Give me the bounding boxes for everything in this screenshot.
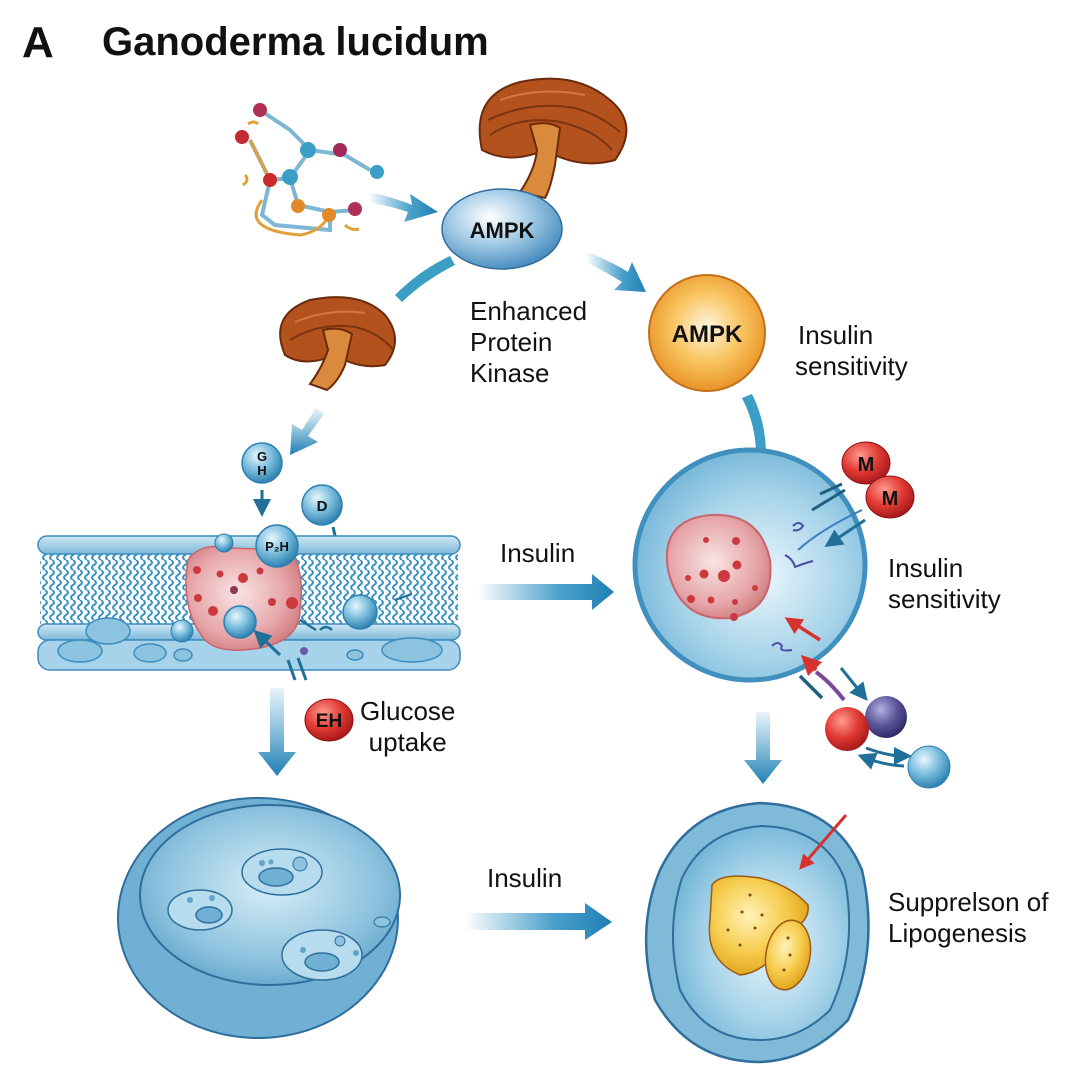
label-glucose-uptake-line1: Glucose — [360, 696, 456, 726]
label-enhanced-line1: Enhanced — [470, 296, 588, 326]
ph-molecule — [255, 524, 299, 568]
m-molecule-2-label: M — [882, 488, 899, 510]
d-molecule — [301, 484, 343, 526]
arrow-ampk-to-cell — [742, 394, 766, 455]
reishi-mushroom-icon-top — [478, 77, 628, 200]
gh-molecule-label-top: G — [257, 449, 267, 464]
m-molecule-1 — [841, 441, 891, 485]
label-suppression-line2: Lipogenesis — [888, 918, 1027, 948]
m-molecule-2 — [865, 475, 915, 519]
ph-molecule-label: P₂H — [265, 539, 289, 554]
label-glucose-uptake-line2: uptake — [368, 727, 447, 757]
label-suppression-lipogenesis: Supprelson of Lipogenesis — [888, 887, 1048, 949]
arrow-cell-down — [744, 712, 782, 784]
panel-letter: A — [22, 18, 54, 67]
label-enhanced-line2: Protein — [470, 327, 553, 357]
adipocyte-disc-cell — [117, 797, 401, 1039]
arrow-insulin-membrane-to-cell — [478, 574, 614, 610]
eh-molecule — [304, 698, 354, 742]
lipid-storage-cell — [644, 801, 870, 1064]
polysaccharide-molecule-icon — [235, 103, 384, 237]
label-glucose-uptake: Glucose uptake — [360, 696, 455, 758]
eh-molecule-label: EH — [316, 711, 342, 732]
reishi-mushroom-icon-middle — [279, 296, 396, 392]
m-molecule-1-label: M — [858, 454, 875, 476]
ampk-node-orange-label: AMPK — [672, 321, 743, 348]
label-suppression-line1: Supprelson of — [888, 887, 1049, 917]
arrow-ampk-to-ampk-orange — [586, 252, 646, 292]
label-insulin-mid: Insulin — [500, 538, 576, 568]
label-insulin-sensitivity-top: Insulin sensitivity — [795, 320, 908, 382]
arrow-mushroom-to-gh — [290, 408, 324, 455]
ampk-node-blue-label: AMPK — [470, 218, 535, 243]
arrow-insulin-disc-to-cell — [465, 903, 612, 940]
d-molecule-label: D — [317, 498, 328, 515]
ampk-node-orange — [648, 274, 766, 392]
label-insulin-bottom: Insulin — [487, 863, 563, 893]
receptor-complex-icon — [798, 654, 951, 789]
cell-membrane-bilayer — [37, 533, 461, 681]
arrow-membrane-down — [258, 688, 296, 776]
label-insulin-sensitivity-mid-line1: Insulin — [888, 553, 964, 583]
label-insulin-sensitivity-mid: Insulin sensitivity — [888, 553, 1001, 615]
label-enhanced-protein-kinase: Enhanced Protein Kinase — [470, 296, 587, 389]
label-insulin-sensitivity-top-line2: sensitivity — [795, 351, 908, 381]
insulin-sensitive-cell — [632, 447, 868, 683]
arrow-ampk-to-mushroom — [395, 256, 455, 302]
label-insulin-sensitivity-mid-line2: sensitivity — [888, 584, 1001, 614]
arrow-molecule-to-ampk — [368, 192, 438, 222]
label-insulin-sensitivity-top-line1: Insulin — [798, 320, 874, 350]
gh-molecule — [241, 442, 283, 484]
label-enhanced-line3: Kinase — [470, 358, 550, 388]
figure-title: Ganoderma lucidum — [102, 20, 489, 64]
gh-molecule-label-bottom: H — [257, 463, 266, 478]
ampk-node-blue — [441, 188, 563, 270]
